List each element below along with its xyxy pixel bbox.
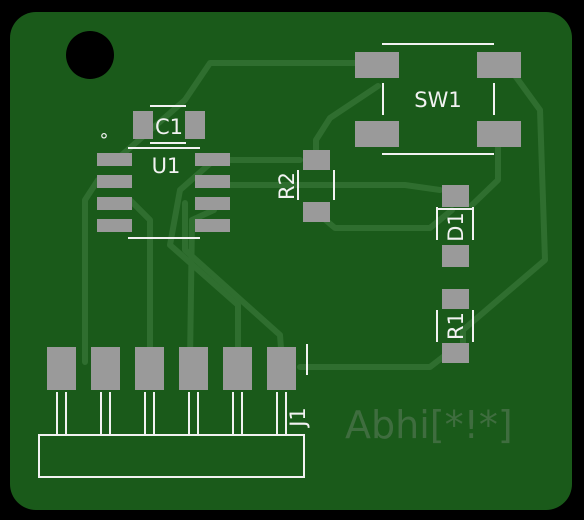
u1-pad [97,219,132,232]
u1-pad [195,175,230,188]
j1-label: J1 [286,407,310,429]
j1-body-outline [38,434,305,478]
sw1-pad [477,52,521,78]
r2-label: R2 [275,172,299,200]
trace-u1-to-j1-pin1 [82,177,101,365]
sw1-label: SW1 [414,88,461,112]
u1-pad [195,219,230,232]
j1-pad [223,347,252,390]
u1-pin1-marker: ° [100,130,109,151]
j1-pad [91,347,120,390]
mounting-hole [66,31,114,79]
u1-pad [195,153,230,166]
c1-pad-1 [133,111,153,139]
trace-u1-to-j1-pin5 [167,157,241,365]
component-c1: C1 [133,105,205,144]
u1-pad [97,197,132,210]
trace-u1-to-j1-pin4 [187,207,217,365]
component-j1: J1 [38,344,310,478]
r2-pad-2 [303,202,330,222]
component-r2: R2 [275,150,335,222]
component-u1: ° U1 [97,130,230,239]
c1-pad-2 [185,111,205,139]
sw1-pad [355,52,399,78]
j1-pad [47,347,76,390]
j1-pad [179,347,208,390]
component-sw1: SW1 [355,43,521,155]
d1-pad-1 [442,185,469,207]
u1-label: U1 [152,154,181,178]
j1-pad [267,347,296,390]
d1-pad-2 [442,245,469,267]
u1-pad [97,153,132,166]
r1-pad-1 [442,289,469,309]
r1-pad-2 [442,343,469,363]
component-d1: D1 [436,185,474,267]
sw1-pad [477,121,521,147]
trace-u1-to-d1 [211,182,443,193]
j1-pin-legs [56,392,287,435]
trace-sw1-to-r1 [460,63,548,346]
trace-sw1-to-d1 [469,130,501,208]
u1-pad [97,175,132,188]
component-r1: R1 [436,289,474,363]
r2-pad-1 [303,150,330,170]
watermark-text: Abhi[*!*] [345,403,513,447]
sw1-pad [355,121,399,147]
u1-pad [195,197,230,210]
r1-label: R1 [444,312,468,340]
d1-label: D1 [444,212,468,242]
trace-u1-to-j1-pin3 [127,197,153,365]
c1-label: C1 [155,115,183,139]
j1-pad [135,347,164,390]
